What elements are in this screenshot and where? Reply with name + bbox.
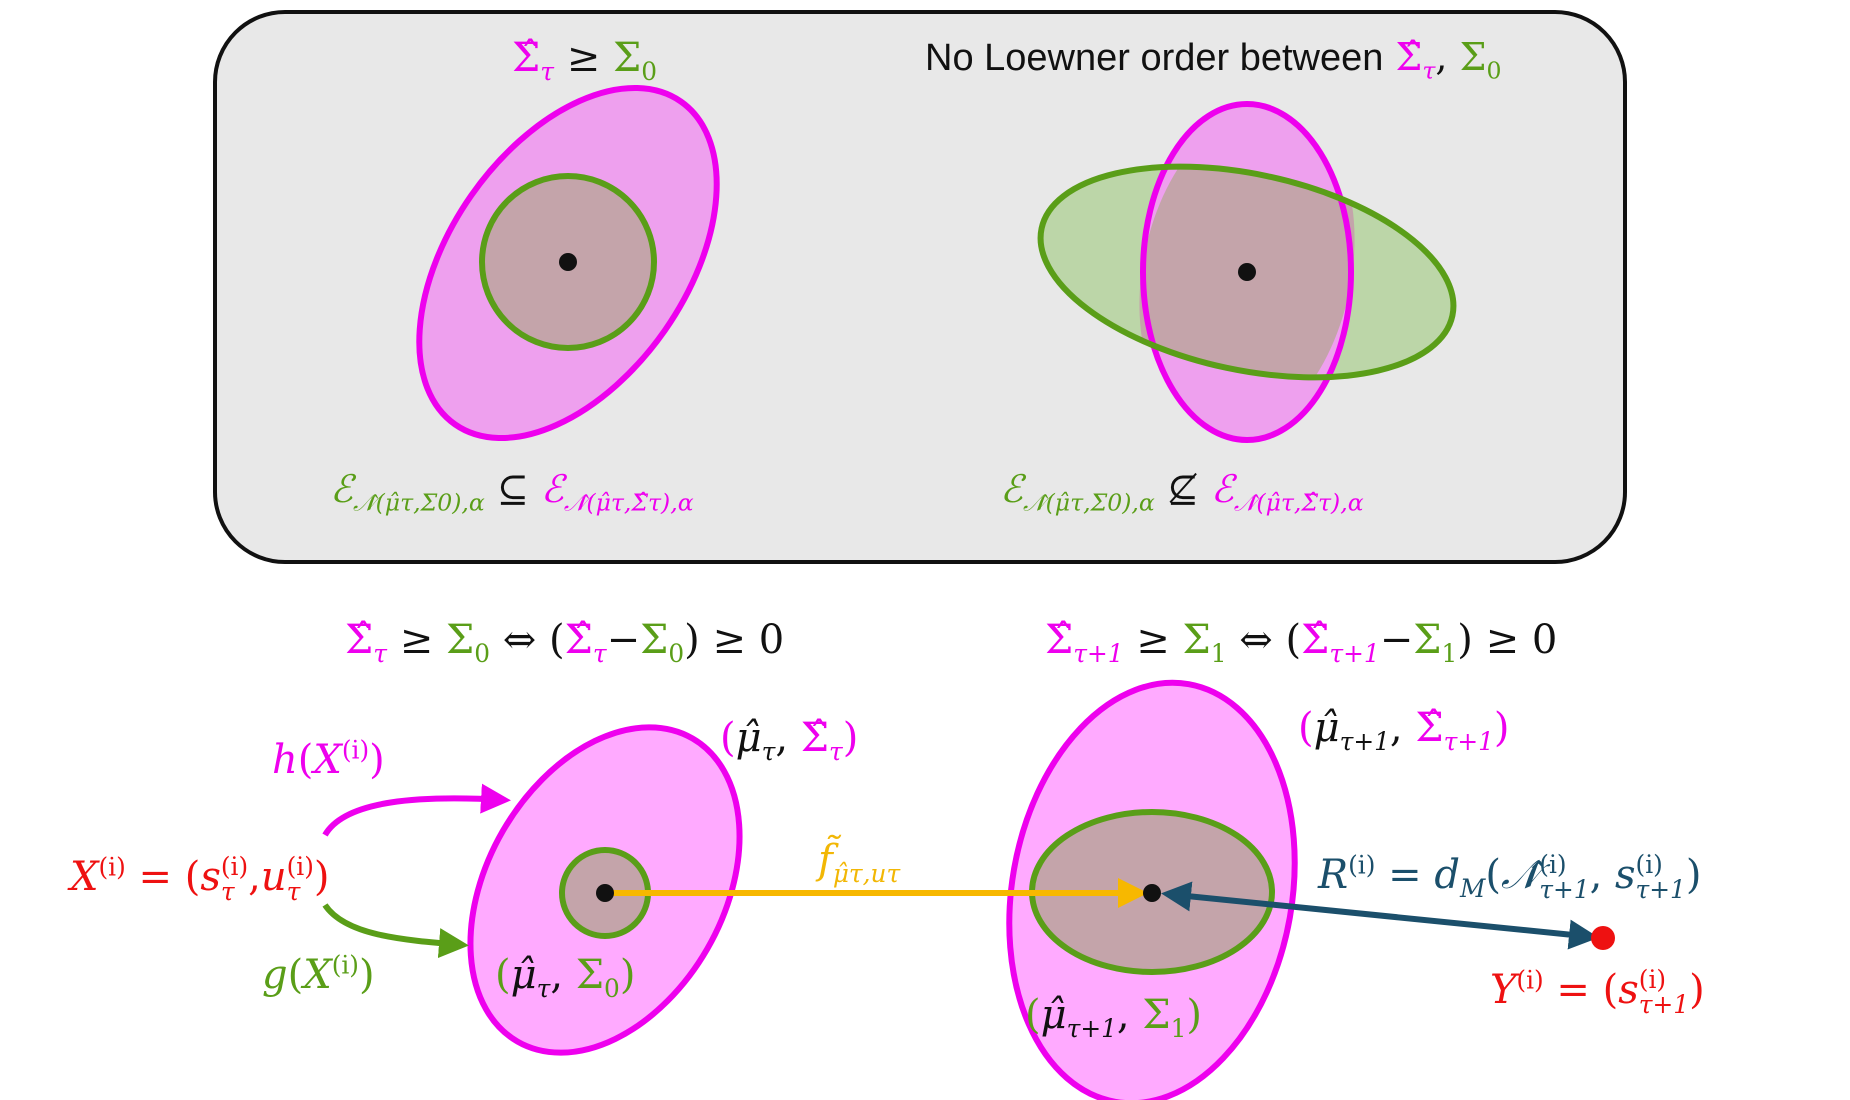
top-right-title: No Loewner order between Σ̂τ, Σ0	[925, 35, 1502, 85]
residual-arrow	[1161, 881, 1599, 950]
mu-sigma-tau-label: (μ̂τ, Σ̂τ)	[720, 715, 859, 766]
h-arrow	[322, 783, 511, 837]
residual-label: R(i) = dM(𝒩̂(i)τ+1, s(i)τ+1)	[1318, 850, 1702, 904]
top-right-caption: ℰ𝒩̂(μ̂τ,Σ0),α ⊈ ℰ𝒩̂(μ̂τ,Σ̂τ),α	[1000, 467, 1364, 517]
ellipse-sigma0-right	[1037, 163, 1457, 381]
f-tilde-label: f̃μ̂τ,uτ	[818, 837, 901, 888]
mu-sigma-tau1-label: (μ̂τ+1, Σ̂τ+1)	[1298, 705, 1510, 756]
ellipse-sigma-hat-tau-right	[1140, 101, 1354, 443]
mu-sigma0-label: (μ̂τ, Σ0)	[495, 952, 636, 1003]
center-point-bottom-right	[1143, 884, 1161, 902]
target-y-label: Y(i) = (s(i)τ+1)	[1490, 965, 1705, 1019]
top-left-caption: ℰ𝒩̂(μ̂τ,Σ0),α ⊆ ℰ𝒩̂(μ̂τ,Σ̂τ),α	[330, 467, 694, 517]
bottom-right-relation: Σ̂τ+1 ≥ Σ1 ⇔ (Σ̂τ+1−Σ1) ≥ 0	[1045, 617, 1558, 668]
top-left-title: Σ̂τ ≥ Σ0	[512, 35, 658, 86]
target-point-y	[1591, 926, 1615, 950]
input-x-label: X(i) = (s(i)τ,u(i)τ)	[70, 852, 330, 906]
center-point-top-left	[559, 253, 577, 271]
center-point-top-right	[1238, 263, 1256, 281]
bottom-left-relation: Σ̂τ ≥ Σ0 ⇔ (Σ̂τ−Σ0) ≥ 0	[345, 617, 785, 668]
mu-sigma1-label: (μ̂τ+1, Σ1)	[1025, 992, 1202, 1043]
h-function-label: h(X(i))	[272, 735, 385, 783]
g-function-label: g(X(i))	[262, 950, 375, 998]
center-point-bottom-left	[596, 884, 614, 902]
g-arrow	[322, 903, 469, 959]
